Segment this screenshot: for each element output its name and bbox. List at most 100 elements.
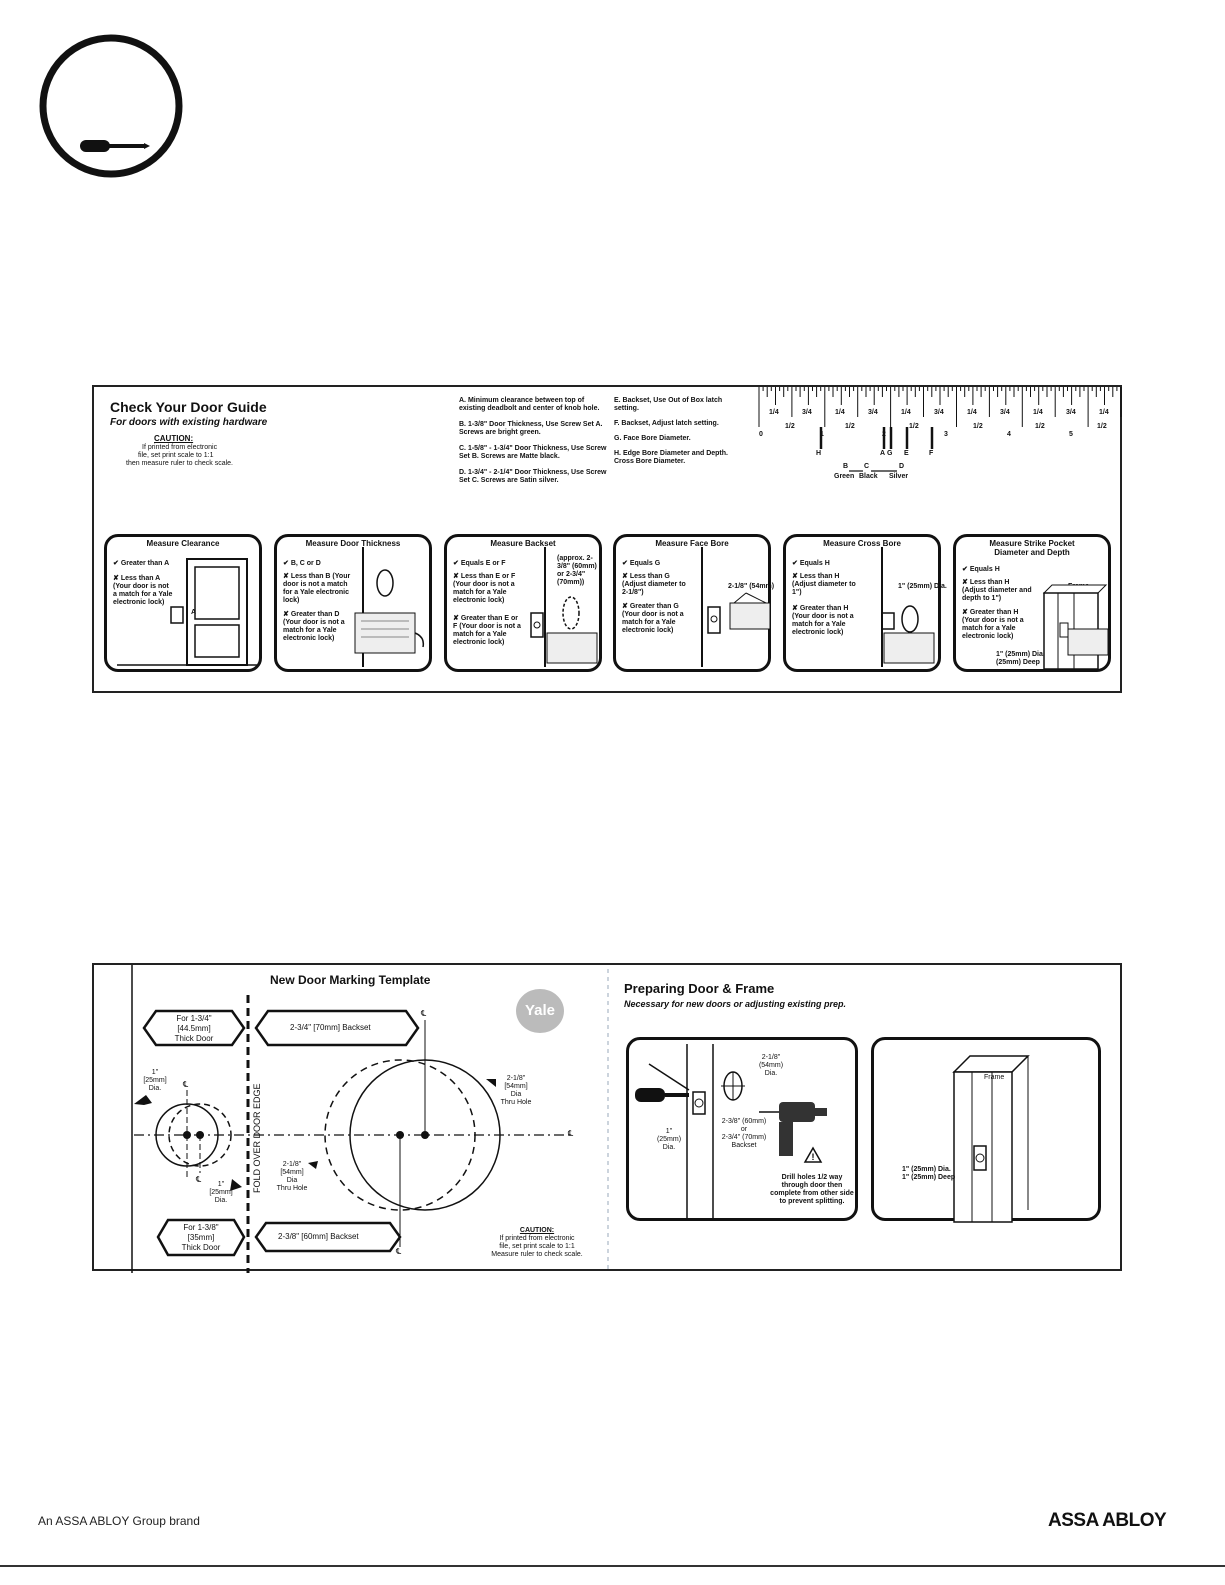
ruler-half-label: 3 [944, 431, 948, 438]
ruler-fraction-label: 1/4 [901, 409, 911, 416]
screw-color-label: Green [834, 473, 855, 480]
prep-line: 1" (25mm) Deep [902, 1174, 956, 1181]
caution-line: If printed from electronic [499, 1235, 575, 1242]
cross-label: Greater than G (Your door is not a match… [622, 603, 684, 634]
ruler-half-label: 2 [882, 431, 886, 438]
guide-caution-title: CAUTION: [154, 434, 194, 443]
guide-instructions-col2: E. Backset, Use Out of Box latch setting… [614, 397, 744, 466]
cross-text: ✘ Greater than G (Your door is not a mat… [622, 603, 684, 634]
cross-text: ✘ Less than H (Adjust diameter and depth… [962, 579, 1032, 602]
card-title-line: Measure Strike Pocket [989, 539, 1075, 548]
dia-line: Thru Hole [276, 1185, 308, 1192]
ruler-marker-label: F [929, 450, 934, 457]
cross-label: Less than E or F (Your door is not a mat… [453, 573, 516, 604]
dia-218-left: 2-1/8" [54mm] Dia Thru Hole [272, 1161, 312, 1193]
caution-title: CAUTION: [519, 1227, 555, 1234]
prep-line: 2-3/4" (70mm) [721, 1134, 767, 1141]
ruler-fraction-label: 3/4 [1066, 409, 1076, 416]
guide-caution-line: If printed from electronic [142, 444, 218, 451]
ruler-fraction-label: 1/4 [835, 409, 845, 416]
prep-line: 1" [665, 1128, 673, 1135]
template-drawing [131, 965, 609, 1273]
prep-line: (25mm) [656, 1136, 682, 1143]
instruction-item: B. 1-3/8" Door Thickness, Use Screw Set … [459, 421, 603, 436]
instruction-item: E. Backset, Use Out of Box latch setting… [614, 397, 723, 412]
instruction-item: H. Edge Bore Diameter and Depth. Cross B… [614, 450, 728, 465]
cross-text: ✘ Greater than H (Your door is not a mat… [962, 609, 1024, 640]
thickness-label-bottom: For 1-3/8" [35mm] Thick Door [168, 1223, 234, 1253]
cross-label: Less than H (Adjust diameter and depth t… [962, 579, 1032, 602]
ruler-fraction-label: 1/4 [769, 409, 779, 416]
cross-label: Greater than D (Your door is not a match… [283, 611, 345, 642]
card-title: Measure Door Thickness [305, 539, 401, 548]
check-text: ✔ Equals G [622, 560, 661, 567]
check-text: ✔ Greater than A [113, 560, 170, 567]
screw-set-label: C [864, 463, 870, 470]
thickness-line: For 1-3/4" [176, 1014, 212, 1023]
ruler-fraction-label: 3/4 [934, 409, 944, 416]
svg-text:!: ! [812, 1152, 815, 1162]
check-label: Equals G [629, 560, 661, 567]
dia-line: [25mm] [143, 1077, 167, 1084]
screw-color-label: Black [859, 473, 878, 480]
card-title: Measure Clearance [146, 539, 220, 548]
assa-abloy-logo: ASSA ABLOY [1048, 1510, 1167, 1531]
strike-label: 1" (25mm) Dia. 1" (25mm) Deep [902, 1166, 972, 1182]
prep-subtitle: Necessary for new doors or adjusting exi… [624, 999, 847, 1009]
prep-title: Preparing Door & Frame [624, 981, 775, 996]
dia-line: Thru Hole [500, 1099, 532, 1106]
prep-line: complete from other side [770, 1190, 854, 1197]
dia-line: [25mm] [209, 1189, 233, 1196]
cross-label: Less than G (Adjust diameter to 2-1/8") [622, 573, 686, 596]
ruler-half-label: 1/2 [1097, 423, 1107, 430]
dia-line: 2-1/8" [506, 1075, 526, 1082]
prep-line: Dia. [662, 1144, 676, 1151]
cross-text: ✘ Greater than E or F (Your door is not … [453, 615, 521, 646]
prep-line: Dia. [764, 1070, 778, 1077]
dia-line: Dia [286, 1177, 298, 1184]
yale-logo: Yale [516, 989, 564, 1033]
ruler-half-label: 1/2 [785, 423, 795, 430]
check-label: Equals H [969, 566, 1000, 573]
card-measure-face-bore: Measure Face Bore ✔ Equals G ✘ Less than… [613, 534, 774, 672]
fold-label: FOLD OVER DOOR EDGE [252, 1083, 262, 1193]
instruction-item: D. 1-3/4" - 2-1/4" Door Thickness, Use S… [459, 469, 607, 484]
prep-line: Drill holes 1/2 way [781, 1174, 843, 1181]
instruction-item: C. 1-5/8" - 1-3/4" Door Thickness, Use S… [459, 445, 607, 460]
prep-line: to prevent splitting. [779, 1198, 845, 1205]
cross-text: ✘ Less than E or F (Your door is not a m… [453, 573, 516, 604]
cross-label: Greater than H (Your door is not a match… [962, 609, 1024, 640]
dia-line: Dia [510, 1091, 522, 1098]
dia-line: [54mm] [504, 1083, 528, 1090]
check-label: Greater than A [120, 560, 170, 567]
guide-caution-line: file, set print scale to 1:1 [138, 452, 214, 459]
door-guide-panel: Check Your Door Guide For doors with exi… [92, 385, 1122, 693]
cross-text: ✘ Greater than D (Your door is not a mat… [283, 611, 345, 642]
card-measure-clearance: Measure Clearance ✔ Greater than A ✘ Les… [104, 534, 262, 672]
centerline-mark: ℄ [421, 1009, 427, 1018]
card-measure-cross-bore: Measure Cross Bore ✔ Equals H ✘ Less tha… [783, 534, 947, 672]
template-caution: CAUTION: If printed from electronic file… [482, 1227, 592, 1259]
ruler-half-label: 1/2 [973, 423, 983, 430]
prep-line: 2-1/8" [761, 1054, 781, 1061]
dia-line: [54mm] [280, 1169, 304, 1176]
card-title: Measure Cross Bore [823, 539, 901, 548]
cross-text: ✘ Less than H (Adjust diameter to 1") [792, 573, 856, 596]
thickness-line: [35mm] [187, 1233, 215, 1242]
caution-line: Measure ruler to check scale. [491, 1251, 583, 1258]
cross-label: Less than B (Your door is not a match fo… [283, 573, 351, 604]
drill-note: Drill holes 1/2 way through door then co… [769, 1174, 855, 1206]
centerline-mark: ℄ [196, 1175, 202, 1184]
prep-line: Backset [731, 1142, 757, 1149]
ruler-marker-label: H [816, 450, 822, 457]
ruler-fraction-label: 3/4 [1000, 409, 1010, 416]
cross-text: ✘ Less than B (Your door is not a match … [283, 573, 351, 604]
cross-text: ✘ Less than A (Your door is not a match … [113, 575, 173, 606]
caution-line: file, set print scale to 1:1 [499, 1243, 575, 1250]
centerline-mark: ℄ [568, 1129, 574, 1138]
instruction-item: G. Face Bore Diameter. [614, 435, 691, 442]
measuring-ruler: 1/4 3/4 1/4 3/4 1/4 3/4 1/4 3/4 1/4 3/4 … [758, 387, 1122, 487]
prep-door-card: ! 2-1/8" (54mm) Dia. 1" (25mm) Dia. 2-3/… [626, 1037, 858, 1221]
cross-bore-note: 1" (25mm) Dia. [898, 583, 947, 590]
check-text: ✔ Equals H [792, 560, 830, 567]
